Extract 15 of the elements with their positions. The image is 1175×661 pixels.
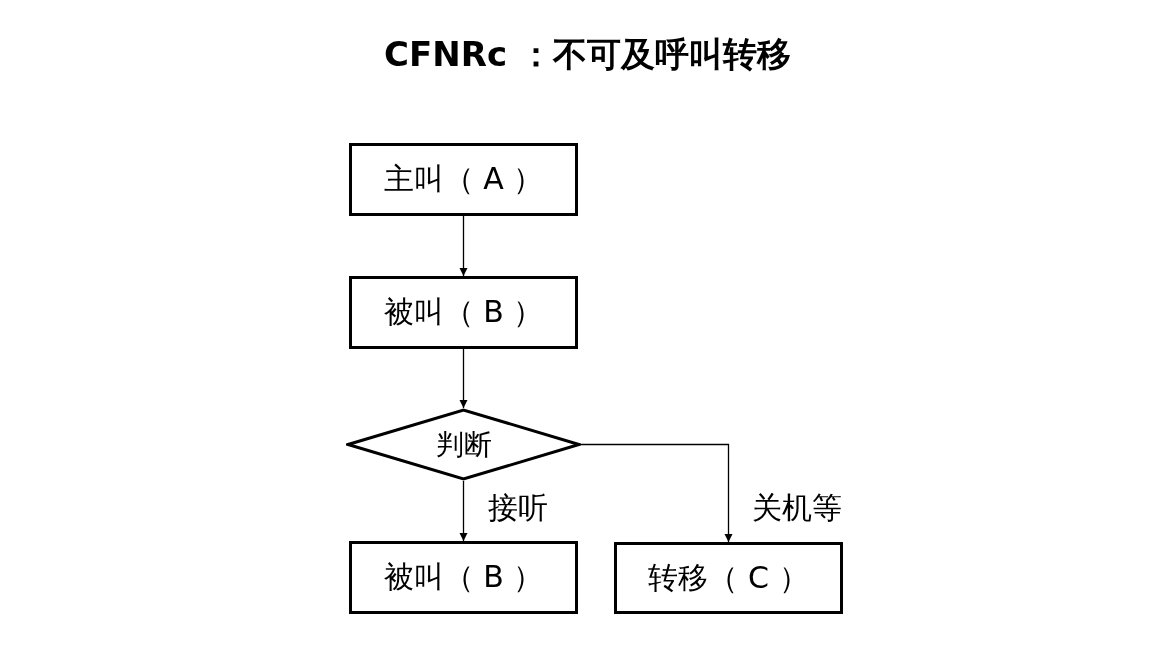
process-box: [349, 541, 578, 614]
diagram-title: CFNRc ：不可及呼叫转移: [384, 34, 791, 74]
node-label: 被叫（ B ）: [383, 293, 544, 331]
process-box: [614, 542, 843, 614]
process-box: [349, 143, 578, 216]
arrow: [459, 480, 468, 542]
node-label: 被叫（ B ）: [383, 558, 544, 596]
arrow: [459, 348, 468, 409]
decision-diamond: [346, 408, 581, 481]
node-label: 判断: [435, 426, 492, 463]
process-box: [349, 276, 578, 349]
node-label: 主叫（ A ）: [383, 160, 544, 198]
node-label: 转移（ C ）: [648, 558, 809, 597]
arrow: [459, 215, 468, 277]
arrow: [580, 443, 733, 543]
